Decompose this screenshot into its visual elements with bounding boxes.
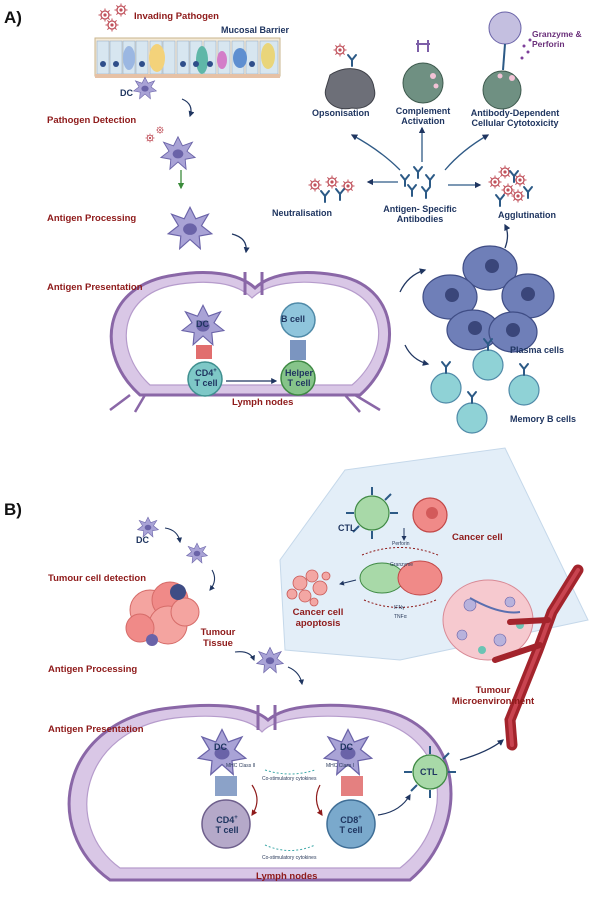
tumour-tissue [125, 581, 200, 646]
node-ctl-label: CTL [420, 767, 438, 777]
tumour-microenvironment-label: Tumour Microenvironment [448, 685, 538, 708]
mhc-class2-label: MHC Class II [226, 763, 256, 769]
antibodies-line2: Antibodies [396, 214, 444, 225]
migrating-dc [256, 647, 284, 673]
cd4-b-superscript: + [234, 815, 238, 821]
lymph-node-b [67, 703, 505, 882]
ctl-label: CTL [338, 523, 356, 533]
cd8-superscript: + [358, 815, 362, 821]
antigen-specific-antibodies-label: Antigen- Specific Antibodies [375, 204, 465, 225]
adcc-line1: Antibody-Dependent [470, 108, 560, 118]
cd4-superscript: + [213, 368, 217, 374]
antigen-processing-b-label: Antigen Processing [48, 664, 138, 675]
plasma-cells-label: Plasma cells [510, 345, 565, 355]
apoptosis-line1: Cancer cell [292, 607, 344, 618]
panel-b-artwork [67, 447, 589, 882]
panel-b-tag: B) [4, 500, 22, 519]
antigen-presentation-b-label: Antigen Presentation [48, 724, 144, 735]
mucosal-barrier [94, 37, 281, 78]
tumour-cell-detection-label: Tumour cell detection [48, 573, 147, 584]
cancer-apoptosis-label: Cancer cell apoptosis [283, 607, 353, 630]
opsonisation-label: Opsonisation [312, 108, 370, 118]
apoptotic-fragments [286, 569, 331, 607]
node-dc-right-label: DC [340, 742, 353, 752]
cd8-t-cell-label: CD8+ T cell [332, 815, 370, 836]
panel-a-tag: A) [4, 8, 22, 27]
node-dc-label: DC [196, 319, 209, 329]
detection-dc-label: DC [136, 535, 149, 545]
helper-text: Helper [284, 368, 313, 378]
antigen-processing-a-label: Antigen Processing [47, 213, 137, 224]
antigen-presentation-a-label: Antigen Presentation [47, 282, 143, 293]
adcc-line2: Cellular Cytotoxicity [471, 118, 559, 129]
lymph-nodes-a-label: Lymph nodes [232, 397, 294, 408]
plasma-cells [422, 245, 555, 353]
cd8-t-cell-text: T cell [339, 825, 363, 836]
antibodies-line1: Antigen- Specific [383, 204, 457, 214]
cd8-text: CD8 [340, 815, 359, 825]
node-dc-left-label: DC [214, 742, 227, 752]
ifn-label: IFNγ [394, 605, 405, 611]
detection-dc [144, 125, 196, 170]
tumour-tissue-label: Tumour Tissue [198, 627, 238, 650]
antibody-cluster [400, 166, 435, 199]
perforin-text: Perforin [532, 38, 565, 49]
mucosal-barrier-label: Mucosal Barrier [221, 25, 290, 35]
microenv-line1: Tumour [475, 685, 511, 696]
b-cell-label: B cell [281, 314, 306, 324]
neutralisation-label: Neutralisation [272, 208, 333, 218]
antibody-functions [307, 11, 533, 207]
processing-dc [167, 206, 213, 250]
invading-pathogen-label: Invading Pathogen [134, 11, 219, 22]
cd4-b-t-cell-text: T cell [215, 825, 239, 836]
activation-text: Activation [401, 116, 445, 127]
pathogen-icons [97, 2, 129, 33]
mhc-class1-label: MHC Class I [326, 763, 355, 769]
memory-b-cells-label: Memory B cells [510, 414, 577, 424]
tumour-text: Tumour [200, 627, 236, 638]
tumour-microenvironment [442, 564, 584, 751]
pathogen-detection-label: Pathogen Detection [47, 115, 137, 126]
mucosal-dc [133, 76, 157, 100]
lymph-node-a [109, 271, 391, 413]
granzyme-perforin-label: Granzyme & Perforin [532, 29, 582, 50]
lymph-nodes-b-label: Lymph nodes [256, 871, 318, 882]
complement-activation-label: Complement Activation [393, 106, 453, 127]
complement-text: Complement [395, 106, 451, 116]
agglutination-label: Agglutination [498, 210, 556, 220]
cd4-text: CD4 [195, 368, 214, 378]
mucosal-dc-label: DC [120, 88, 133, 98]
perforin-label: Perforin [392, 541, 410, 547]
microenv-line2: Microenvironment [451, 695, 535, 707]
helper-t-cell-text: T cell [287, 378, 311, 389]
apoptosis-line2: apoptosis [295, 617, 341, 629]
tissue-text: Tissue [203, 637, 233, 649]
memory-b-cells [430, 338, 540, 434]
costim-bottom-label: Co-stimulatory cytokines [262, 855, 317, 861]
adcc-label: Antibody-Dependent Cellular Cytotoxicity [463, 108, 567, 129]
helper-t-cell-label: Helper T cell [280, 368, 318, 389]
cd4-t-cell-text: T cell [194, 378, 218, 389]
granzyme-text: Granzyme & [532, 29, 582, 39]
cancer-cell-label: Cancer cell [452, 532, 503, 543]
cd4-t-cell-b-label: CD4+ T cell [208, 815, 246, 836]
granzyme-label: Granzyme [390, 562, 414, 568]
cd4-b-text: CD4 [216, 815, 235, 825]
costim-top-label: Co-stimulatory cytokines [262, 776, 317, 782]
cd4-t-cell-label: CD4+ T cell [190, 368, 222, 389]
tnf-label: TNFα [394, 614, 407, 620]
panel-a-artwork [94, 2, 555, 434]
